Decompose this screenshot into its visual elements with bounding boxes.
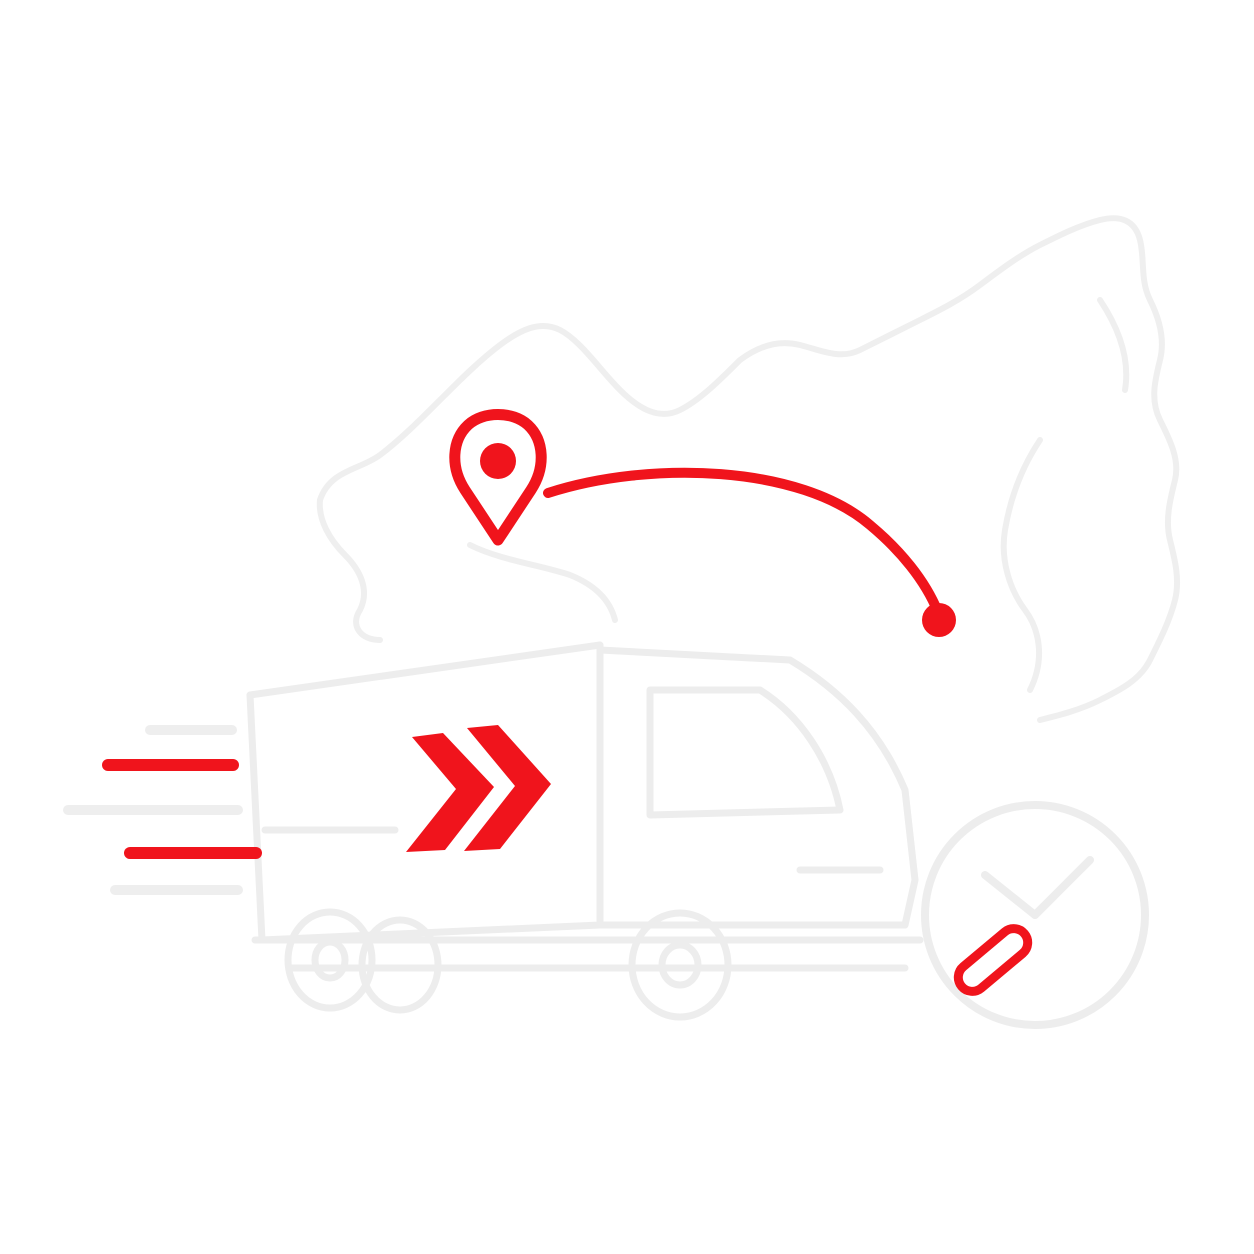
speed-lines-icon [63, 725, 262, 895]
route-arc-icon [543, 467, 943, 617]
truck-wheels [284, 908, 732, 1021]
truck-cargo-box [246, 641, 604, 944]
truck-window [646, 686, 844, 819]
truck-cab [596, 646, 919, 929]
map-silhouette-icon [316, 215, 1181, 723]
stopwatch-hand-icon [953, 924, 1033, 996]
pin-center-dot [480, 443, 516, 479]
chevron-left [406, 733, 494, 852]
location-pin-icon [449, 409, 547, 546]
double-chevron-icon [406, 725, 551, 852]
chevron-right [464, 725, 551, 851]
destination-dot-icon [922, 603, 956, 637]
wheel-rear-1 [284, 908, 376, 1012]
wheel-rear-2 [358, 916, 442, 1014]
stopwatch-icon [921, 801, 1149, 1029]
wheel-front [628, 909, 732, 1021]
